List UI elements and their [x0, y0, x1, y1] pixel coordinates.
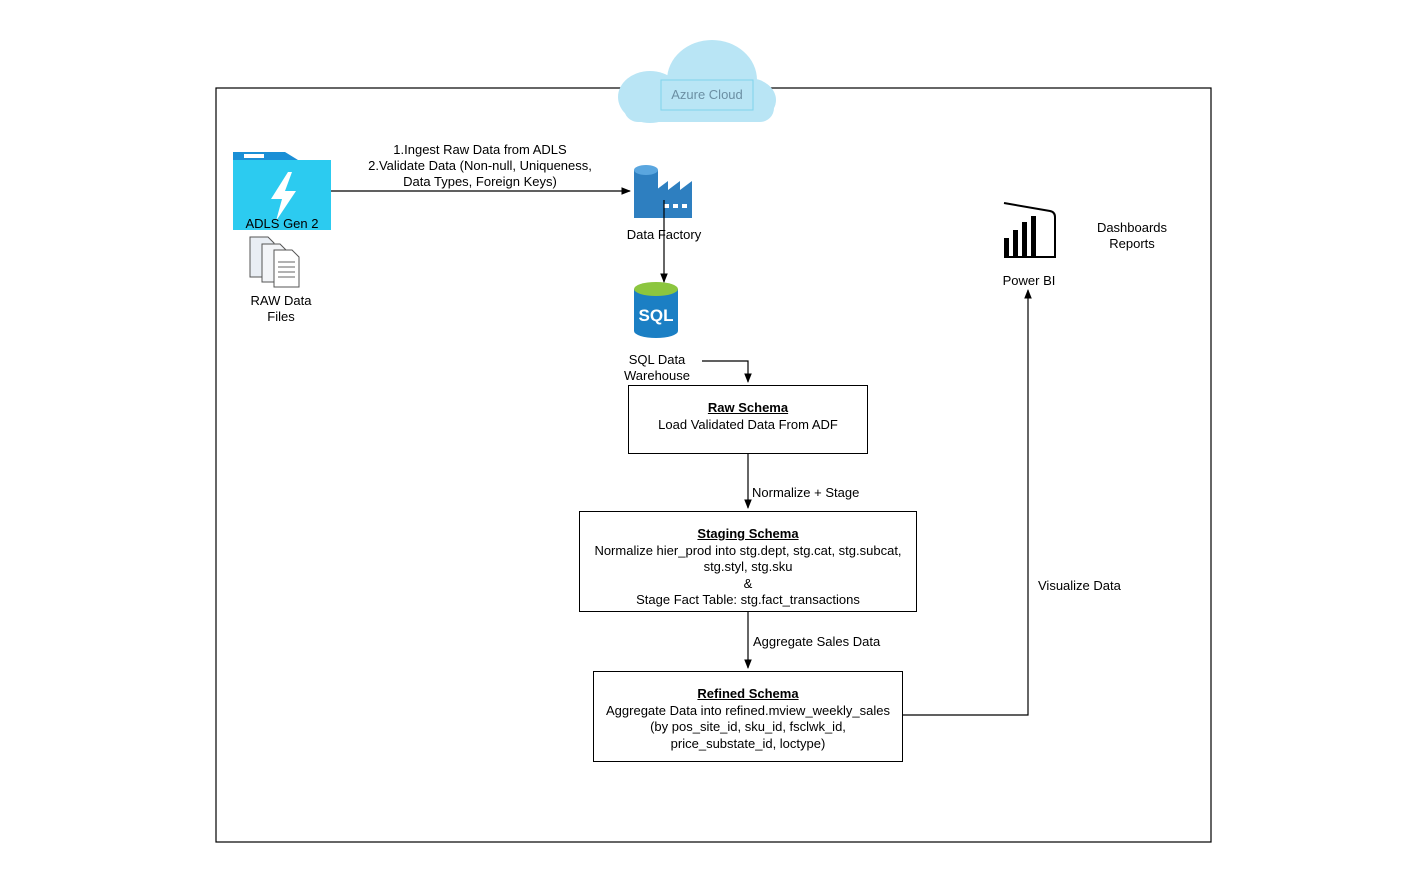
staging-schema-line3: & [743, 575, 753, 591]
ingest-note-line1: 1.Ingest Raw Data from ADLS [393, 142, 567, 157]
sql-icon-text: SQL [639, 306, 674, 325]
power-bi-icon [1003, 202, 1056, 258]
raw-files-label-line2: Files [267, 309, 295, 324]
raw-files-label-line1: RAW Data [250, 293, 312, 308]
sql-dw-label-line1: SQL Data [612, 352, 702, 368]
ingest-note: 1.Ingest Raw Data from ADLS 2.Validate D… [350, 142, 610, 190]
sql-dw-label: SQL Data Warehouse [612, 352, 702, 384]
staging-schema-line4: Stage Fact Table: stg.fact_transactions [636, 592, 860, 607]
staging-schema-title: Staging Schema [697, 526, 799, 541]
dashboards-line1: Dashboards [1096, 220, 1168, 235]
dashboards-label: Dashboards Reports [1082, 220, 1182, 252]
refined-schema-line1: Aggregate Data into refined.mview_weekly… [606, 702, 890, 718]
raw-schema-title: Raw Schema [707, 400, 789, 415]
edge-normalize-label: Normalize + Stage [752, 485, 860, 500]
refined-schema-box: Refined Schema Aggregate Data into refin… [593, 671, 903, 762]
staging-schema-line2: stg.styl, stg.sku [703, 559, 793, 574]
sql-dw-label-line2: Warehouse [624, 368, 690, 383]
edge-refined-to-powerbi [903, 289, 1032, 716]
refined-schema-line3: price_substate_id, loctype) [670, 735, 826, 751]
ingest-note-line2: 2.Validate Data (Non-null, Uniqueness, [368, 158, 592, 173]
files-icon [249, 236, 300, 288]
adls-label: ADLS Gen 2 [245, 216, 319, 231]
cloud-icon [618, 40, 776, 123]
edge-sql-to-raw [692, 360, 752, 383]
data-factory-icon [634, 165, 692, 218]
raw-files-label: RAW Data Files [236, 293, 326, 325]
power-bi-label: Power BI [1002, 273, 1056, 288]
data-factory-label: Data Factory [626, 227, 702, 242]
sql-database-icon: SQL [634, 282, 678, 338]
refined-schema-title: Refined Schema [697, 686, 799, 701]
edge-aggregate-label: Aggregate Sales Data [753, 634, 881, 649]
staging-schema-line1: Normalize hier_prod into stg.dept, stg.c… [594, 542, 902, 558]
staging-schema-box: Staging Schema Normalize hier_prod into … [579, 511, 917, 612]
cloud-label: Azure Cloud [671, 87, 743, 102]
ingest-note-line3: Data Types, Foreign Keys) [403, 174, 557, 189]
edge-visualize-label: Visualize Data [1038, 578, 1121, 593]
refined-schema-line2: (by pos_site_id, sku_id, fsclwk_id, [650, 719, 846, 734]
raw-schema-box: Raw Schema Load Validated Data From ADF [628, 385, 868, 454]
adls-folder-icon [233, 152, 331, 230]
raw-schema-desc: Load Validated Data From ADF [658, 416, 838, 432]
dashboards-line2: Reports [1109, 236, 1155, 251]
cloud-label-box [660, 79, 754, 111]
